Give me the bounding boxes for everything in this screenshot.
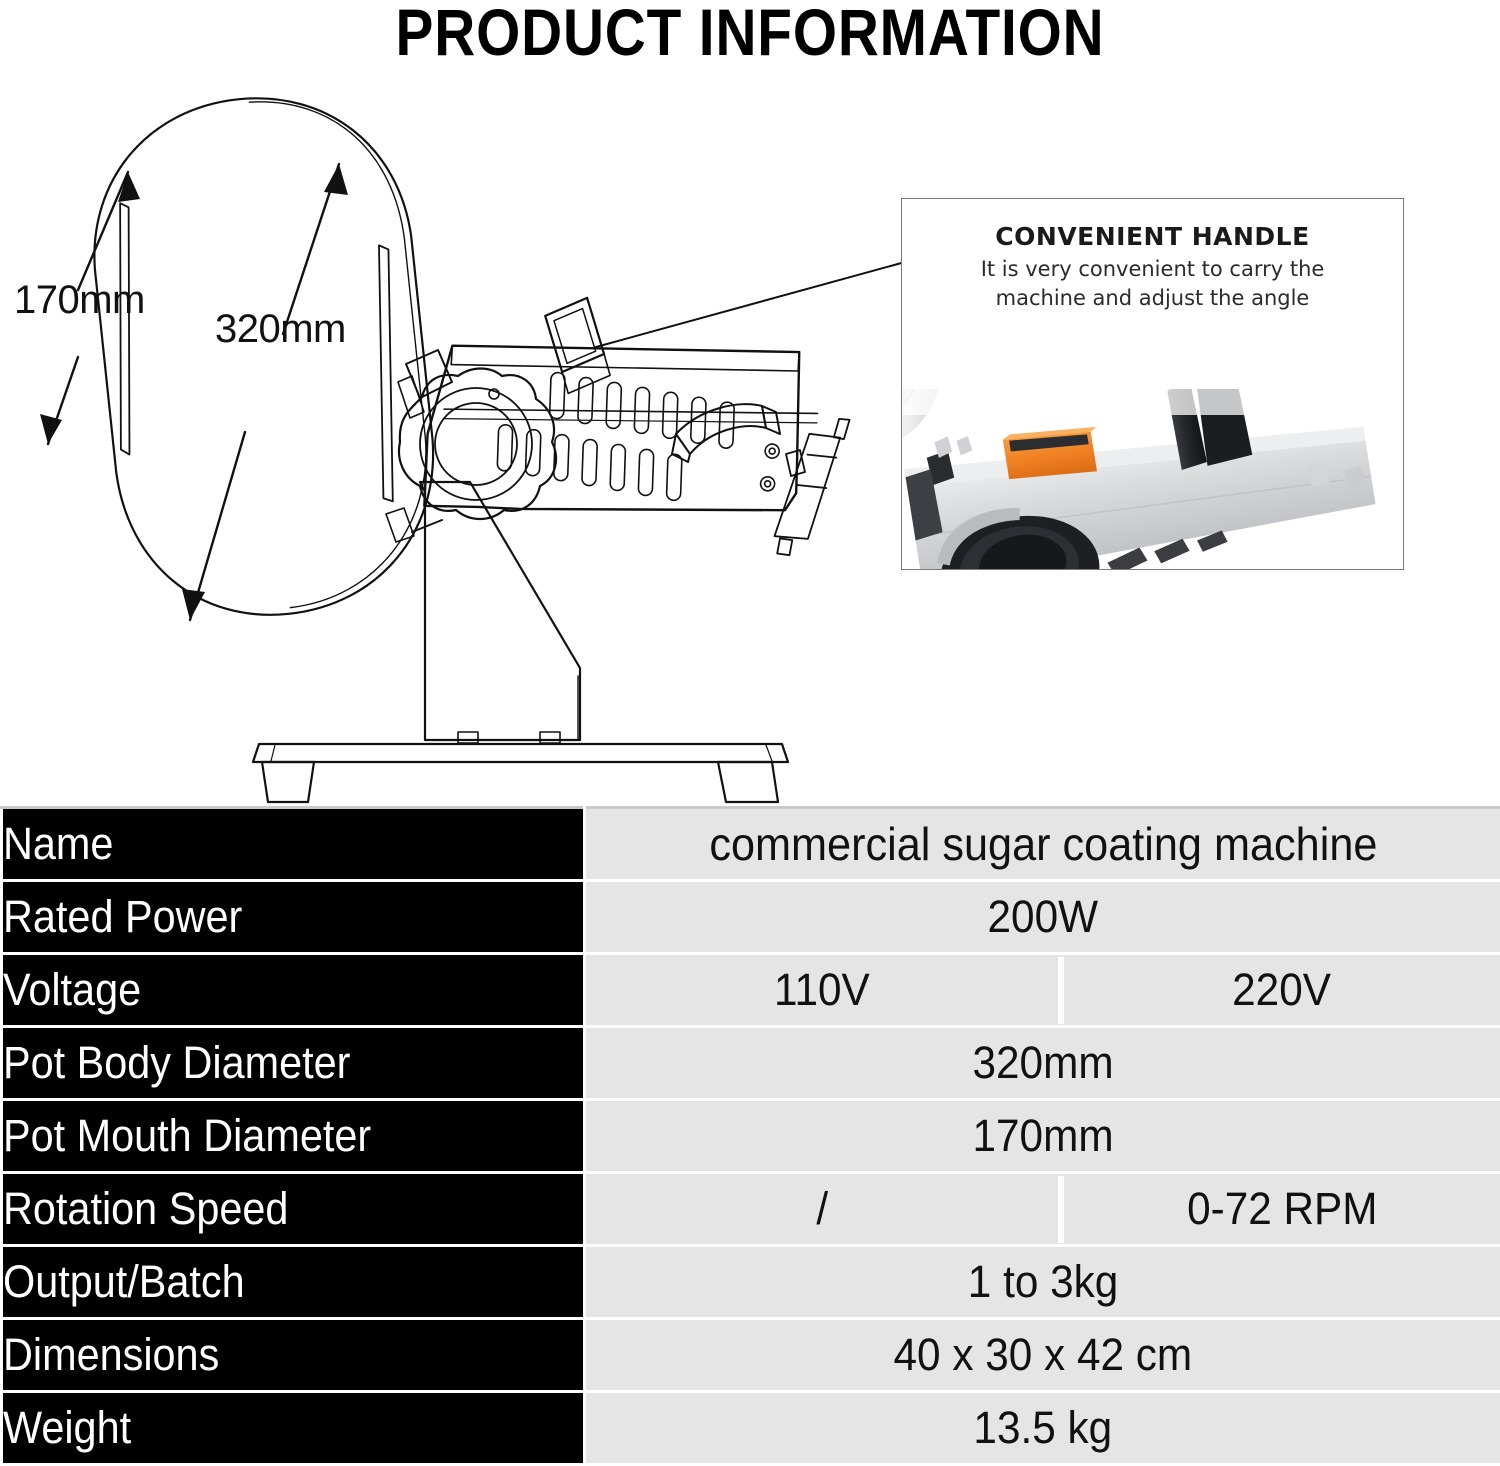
dimension-label-170mm: 170mm [14,278,145,323]
callout-convenient-handle: CONVENIENT HANDLE It is very convenient … [901,198,1404,570]
spec-value: 170mm [585,1100,1500,1173]
spec-value: 1 to 3kg [585,1246,1500,1319]
spec-value-right: 0-72 RPM [1064,1176,1500,1243]
pot-mouth-lip [95,202,414,502]
spec-value-left: 110V [586,957,1064,1024]
table-row: Weight 13.5 kg [2,1392,1500,1465]
spec-value: commercial sugar coating machine [585,808,1500,881]
spec-label: Rated Power [2,881,585,954]
spec-label: Output/Batch [2,1246,585,1319]
machine-body [393,231,855,633]
spec-label: Pot Mouth Diameter [2,1100,585,1173]
spec-value: 320mm [585,1027,1500,1100]
base-plate [253,744,788,802]
dimension-arrow-320 [182,164,348,620]
spec-label: Dimensions [2,1319,585,1392]
table-row: Dimensions 40 x 30 x 42 cm [2,1319,1500,1392]
table-row: Name commercial sugar coating machine [2,808,1500,881]
pot-body-outline [79,83,449,630]
callout-title: CONVENIENT HANDLE [902,221,1403,253]
table-row: Pot Mouth Diameter 170mm [2,1100,1500,1173]
spec-label: Name [2,808,585,881]
spec-label: Rotation Speed [2,1173,585,1246]
callout-description-line1: It is very convenient to carry the [916,255,1389,284]
table-row: Voltage 110V 220V [2,954,1500,1027]
dimension-label-320mm: 320mm [215,307,346,352]
page-title: PRODUCT INFORMATION [105,0,1395,70]
table-row: Output/Batch 1 to 3kg [2,1246,1500,1319]
table-row: Rotation Speed / 0-72 RPM [2,1173,1500,1246]
spec-table: Name commercial sugar coating machine Ra… [0,806,1500,1466]
pedestal-column [420,482,580,743]
spec-value: 13.5 kg [585,1392,1500,1465]
callout-description-line2: machine and adjust the angle [916,284,1389,313]
spec-value: 200W [585,881,1500,954]
spec-label: Pot Body Diameter [2,1027,585,1100]
base-foot-right [718,762,778,802]
spec-value: 40 x 30 x 42 cm [585,1319,1500,1392]
table-row: Rated Power 200W [2,881,1500,954]
spec-label: Weight [2,1392,585,1465]
spec-value-split: 110V 220V [585,954,1500,1027]
table-row: Pot Body Diameter 320mm [2,1027,1500,1100]
callout-description: It is very convenient to carry the machi… [902,255,1403,313]
spec-value-right: 220V [1064,957,1500,1024]
spec-value-left: / [586,1176,1064,1243]
spec-label: Voltage [2,954,585,1027]
callout-leader-line [596,262,905,347]
base-foot-left [262,762,314,802]
spec-value-split: / 0-72 RPM [585,1173,1500,1246]
